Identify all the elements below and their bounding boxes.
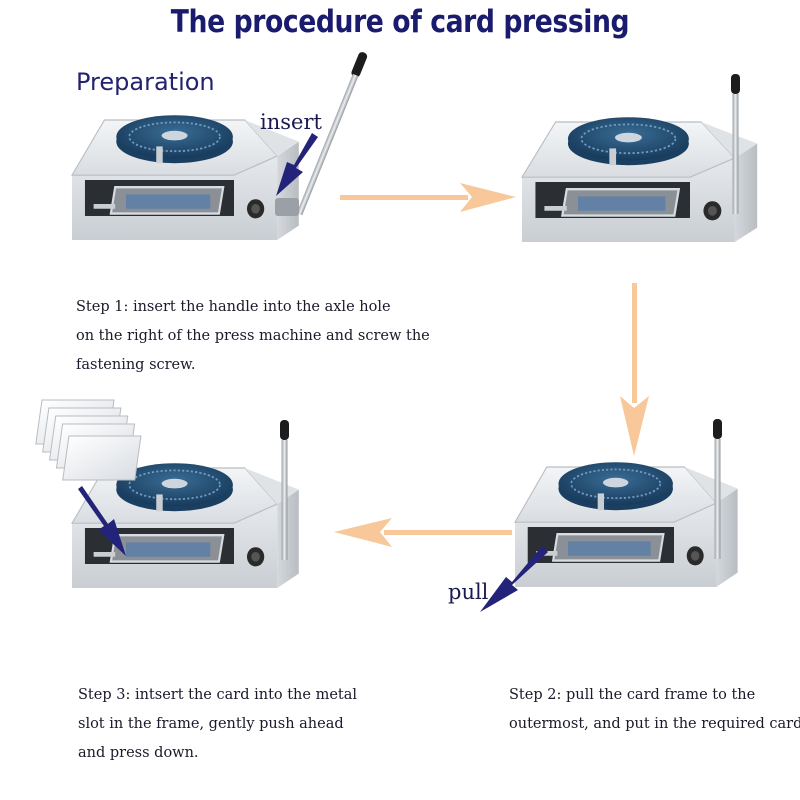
step1-line: Step 1: insert the handle into the axle … bbox=[76, 299, 391, 315]
pull-label: pull bbox=[448, 580, 489, 604]
step1-text: Step 1: insert the handle into the axle … bbox=[76, 293, 430, 380]
press-machine-step2 bbox=[513, 419, 739, 589]
step3-line: slot in the frame, gently push ahead bbox=[78, 716, 344, 732]
press-machine-step1 bbox=[70, 52, 368, 242]
card-insert-arrow bbox=[78, 486, 126, 556]
insert-arrow bbox=[276, 133, 318, 196]
pull-arrow bbox=[480, 546, 548, 612]
step2-line: outermost, and put in the required card. bbox=[509, 716, 800, 732]
step1-line: fastening screw. bbox=[76, 357, 196, 373]
step3-text: Step 3: intsert the card into the metal … bbox=[78, 681, 357, 768]
flow-arrow-left bbox=[334, 518, 512, 547]
preparation-heading: Preparation bbox=[76, 68, 215, 96]
flow-arrow-down bbox=[620, 283, 649, 456]
page-title: The procedure of card pressing bbox=[170, 4, 630, 40]
step1-line: on the right of the press machine and sc… bbox=[76, 328, 430, 344]
step3-line: and press down. bbox=[78, 745, 199, 761]
insert-label: insert bbox=[260, 110, 322, 134]
flow-arrow-right bbox=[340, 183, 516, 212]
blank-card-stack-icon bbox=[35, 399, 142, 481]
step2-line: Step 2: pull the card frame to the bbox=[509, 687, 756, 703]
step3-line: Step 3: intsert the card into the metal bbox=[78, 687, 358, 703]
step2-text: Step 2: pull the card frame to the outer… bbox=[509, 681, 800, 739]
press-machine-state2 bbox=[520, 74, 759, 244]
